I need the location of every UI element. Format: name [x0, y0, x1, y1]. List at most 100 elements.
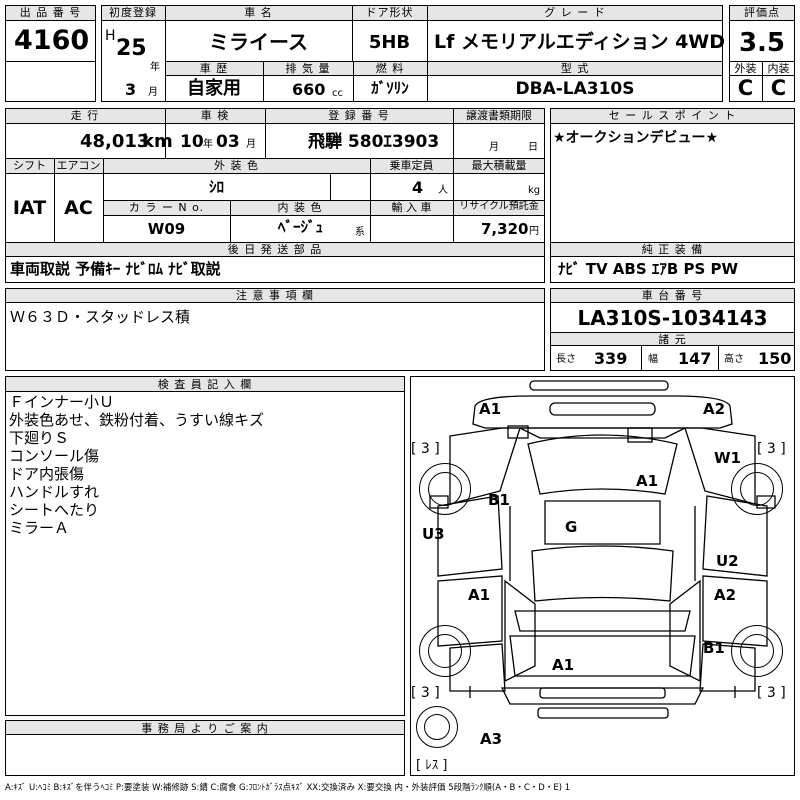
width: 147: [678, 349, 712, 368]
spare-tire: [416, 706, 458, 748]
capacity: 4: [412, 178, 424, 197]
mark-roof: A1: [636, 472, 659, 490]
capacity-label: 乗車定員: [389, 159, 434, 172]
fuel-label: 燃 料: [375, 62, 405, 75]
inspector-line-4: コンソール傷: [9, 447, 100, 465]
load-unit: kg: [528, 185, 541, 196]
recycle-unit: 円: [529, 226, 539, 237]
model-label: 型 式: [560, 62, 590, 75]
transfer-day-unit: 日: [528, 142, 538, 153]
spare-tire-hub: [424, 714, 450, 740]
later-parts-text: 車両取説 予備ｷｰ ﾅﾋﾞﾛﾑ ﾅﾋﾞ取説: [10, 260, 221, 278]
inspector-line-2: 外装色あせ、鉄粉付着、うすい線キズ: [9, 411, 265, 429]
import-label: 輸 入 車: [391, 201, 432, 214]
color-no: W09: [147, 220, 186, 238]
interior-grade: C: [770, 76, 787, 100]
transfer-month-unit: 月: [489, 142, 499, 153]
tire-spare: [ ﾚｽ ]: [416, 758, 448, 773]
mileage: 48,013: [80, 131, 150, 152]
exterior-label: 外装: [734, 62, 757, 75]
equipment-box: [550, 242, 795, 283]
exterior-color: ｼﾛ: [208, 178, 224, 196]
office-box: [5, 720, 405, 776]
inspector-line-1: Ｆインナー小Ｕ: [9, 393, 115, 411]
interior-label: 内装: [767, 62, 790, 75]
exterior-grade: C: [737, 76, 754, 100]
reg-year: 25: [116, 36, 147, 61]
mark-glass: G: [565, 518, 578, 536]
sales-point-box: [550, 108, 795, 243]
details-box: [5, 108, 545, 243]
caution-box: [5, 288, 545, 371]
inspection-label: 車 検: [200, 109, 230, 122]
spec-label: 諸 元: [658, 333, 687, 346]
interior-color: ﾍﾞｰｼﾞｭ: [278, 218, 324, 236]
shift: IAT: [12, 197, 47, 219]
later-parts-box: [5, 242, 545, 283]
interior-color-label: 内 装 色: [277, 201, 323, 214]
displacement-label: 排 気 量: [285, 62, 331, 75]
inspector-line-6: ハンドルすれ: [9, 483, 100, 501]
inspector-box: [5, 376, 405, 716]
mark-left-sill: U3: [422, 525, 445, 543]
car-name-label: 車 名: [244, 6, 273, 19]
wheel-rear-left-hub: [428, 634, 462, 668]
inspection-year-unit: 年: [203, 139, 213, 150]
chassis-box: [550, 288, 795, 371]
mark-front-left: A1: [479, 400, 502, 418]
first-reg-label: 初度登録: [109, 6, 157, 19]
height: 150: [758, 349, 792, 368]
color-no-label: カ ラ ー N o.: [128, 201, 205, 214]
tire-front-right: [ 3 ]: [757, 441, 786, 457]
history-label: 車 歴: [199, 62, 229, 75]
lot-box: [5, 5, 96, 102]
wheel-front-left-hub: [428, 472, 462, 506]
inspector-label: 検 査 員 記 入 欄: [157, 378, 253, 391]
sales-point-label: セ ー ル ス ポ イ ン ト: [608, 109, 737, 122]
load-label: 最大積載量: [471, 159, 527, 172]
inspector-line-5: ドア内張傷: [9, 465, 85, 483]
interior-color-unit: 系: [355, 227, 365, 238]
recycle-label: リサイクル預託金: [459, 201, 539, 212]
equipment-label: 純 正 装 備: [641, 243, 704, 256]
sales-point-text: ★オークションデビュー★: [553, 130, 719, 146]
mark-windscreen: W1: [714, 449, 741, 467]
reg-month-unit: 月: [148, 87, 158, 98]
header-main-box: [101, 5, 723, 102]
ac-label: エアコン: [56, 159, 101, 172]
ac: AC: [64, 197, 93, 219]
inspection-month-unit: 月: [246, 139, 256, 150]
mark-rear-right: B1: [703, 639, 725, 657]
mark-left-rear-door: A1: [468, 586, 491, 604]
car-outline: [429, 380, 776, 719]
tire-front-left: [ 3 ]: [411, 441, 440, 457]
lot-number: 4160: [14, 25, 90, 56]
mileage-label: 走 行: [70, 109, 100, 122]
wheel-front-right-hub: [740, 472, 774, 506]
wheel-front-left: [419, 463, 471, 515]
mark-right-rear-door: A2: [714, 586, 737, 604]
door-label: ドア形状: [365, 6, 414, 19]
length-label: 長さ: [556, 354, 576, 365]
capacity-unit: 人: [438, 185, 448, 196]
exterior-color-label: 外 装 色: [214, 159, 259, 172]
height-label: 高さ: [724, 354, 744, 365]
score-label: 評価点: [744, 6, 780, 19]
tire-rear-left: [ 3 ]: [411, 685, 440, 701]
grade-label: グ レ ー ド: [544, 6, 606, 19]
mark-rear-bumper: A3: [480, 730, 503, 748]
damage-diagram: [410, 376, 795, 776]
score: 3.5: [738, 28, 786, 58]
width-label: 幅: [648, 354, 658, 365]
transfer-label: 譲渡書類期限: [466, 109, 532, 122]
era-mark: H: [105, 28, 116, 44]
wheel-rear-right: [731, 625, 783, 677]
wheel-rear-left: [419, 625, 471, 677]
office-label: 事 務 局 よ り ご 案 内: [141, 722, 269, 735]
displacement-unit: cc: [332, 88, 343, 99]
wheel-front-right: [731, 463, 783, 515]
displacement: 660: [292, 80, 326, 99]
legend: A:ｷｽﾞ U:ﾍｺﾐ B:ｷｽﾞを伴うﾍｺﾐ P:要塗装 W:補修跡 S:錆 …: [5, 783, 571, 793]
reg-year-unit: 年: [150, 62, 160, 73]
